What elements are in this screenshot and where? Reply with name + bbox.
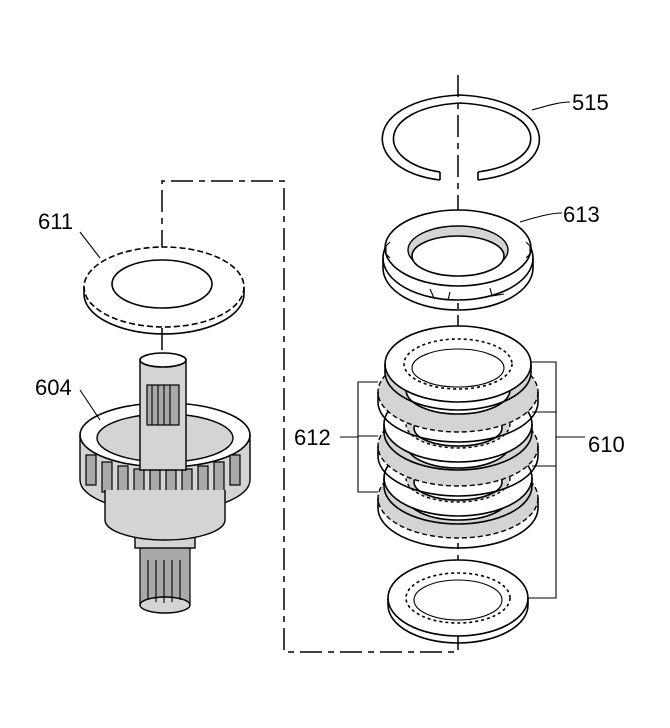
- clutch-pack: [377, 325, 539, 644]
- thrust-plate-611: [83, 246, 245, 335]
- callout-611: 611: [38, 209, 73, 234]
- callout-612: 612: [294, 425, 331, 450]
- callout-604: 604: [35, 375, 72, 400]
- clutch-plate-610-top: [384, 325, 532, 411]
- leader-lines: [79, 101, 585, 599]
- backing-plate-613: [382, 209, 534, 311]
- snap-ring-515: [381, 94, 541, 181]
- callout-610: 610: [588, 432, 625, 457]
- callout-613: 613: [563, 202, 600, 227]
- clutch-plate-610-bottom: [387, 559, 529, 644]
- callout-515: 515: [572, 90, 609, 115]
- input-shaft-hub-604: [79, 352, 251, 614]
